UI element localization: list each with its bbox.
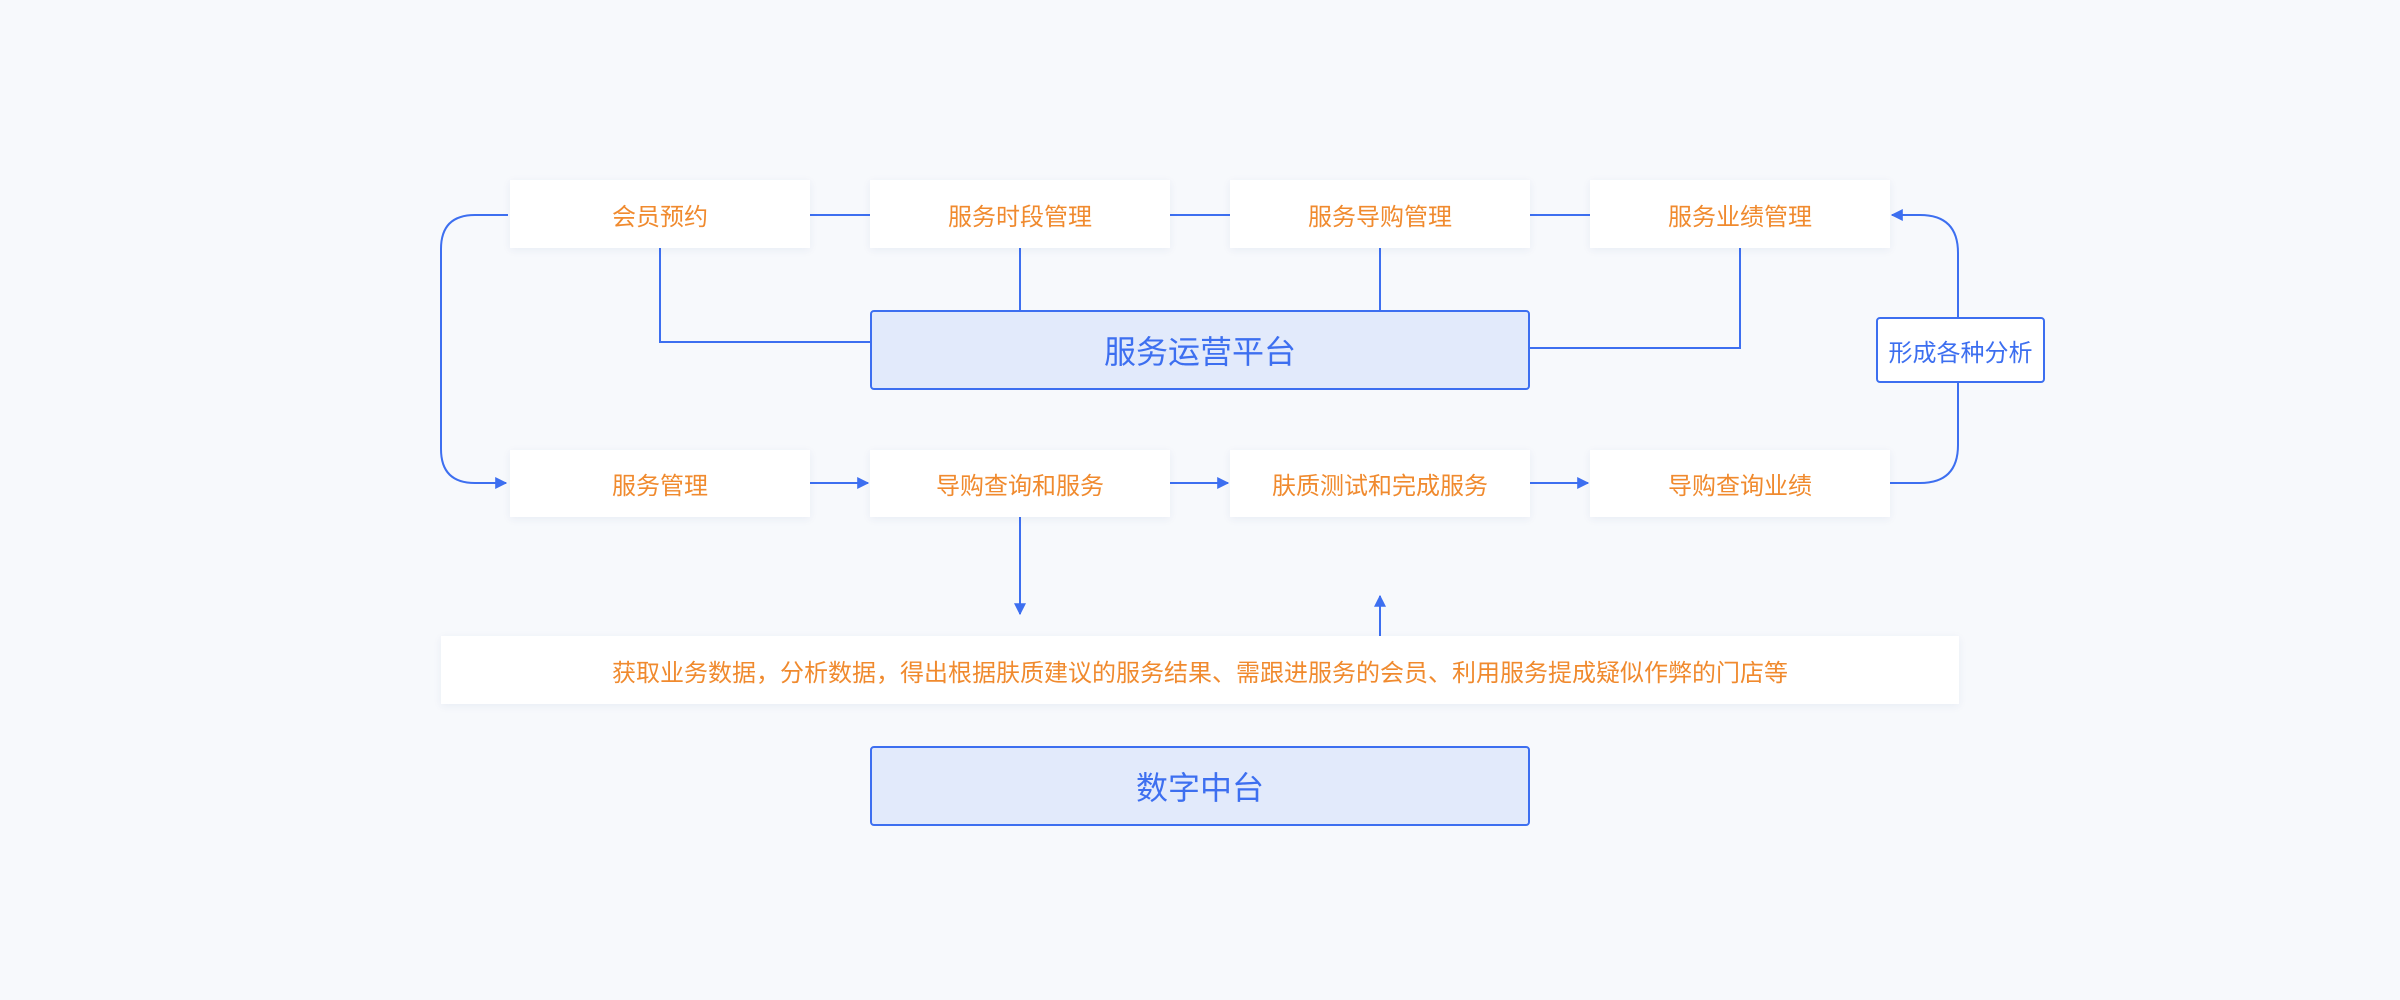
service-performance-management-box: 服务业绩管理 [1590, 180, 1890, 248]
guide-query-service-box: 导购查询和服务 [870, 450, 1170, 517]
service-management-box: 服务管理 [510, 450, 810, 517]
skin-test-service-box: 肤质测试和完成服务 [1230, 450, 1530, 517]
loop-right-lower [1890, 383, 1959, 484]
service-operation-platform: 服务运营平台 [870, 310, 1530, 390]
link-booking-platform [659, 248, 870, 343]
member-booking-box: 会员预约 [510, 180, 810, 248]
link-performance-platform [1530, 248, 1741, 349]
loop-right-upper-arrow [1890, 209, 1959, 317]
data-analysis-banner: 获取业务数据，分析数据，得出根据肤质建议的服务结果、需跟进服务的会员、利用服务提… [441, 636, 1959, 704]
analysis-tag: 形成各种分析 [1876, 317, 2045, 383]
guide-query-performance-box: 导购查询业绩 [1590, 450, 1890, 517]
digital-middle-platform: 数字中台 [870, 746, 1530, 826]
service-slot-management-box: 服务时段管理 [870, 180, 1170, 248]
loop-left-arrow [440, 214, 508, 489]
service-guide-management-box: 服务导购管理 [1230, 180, 1530, 248]
